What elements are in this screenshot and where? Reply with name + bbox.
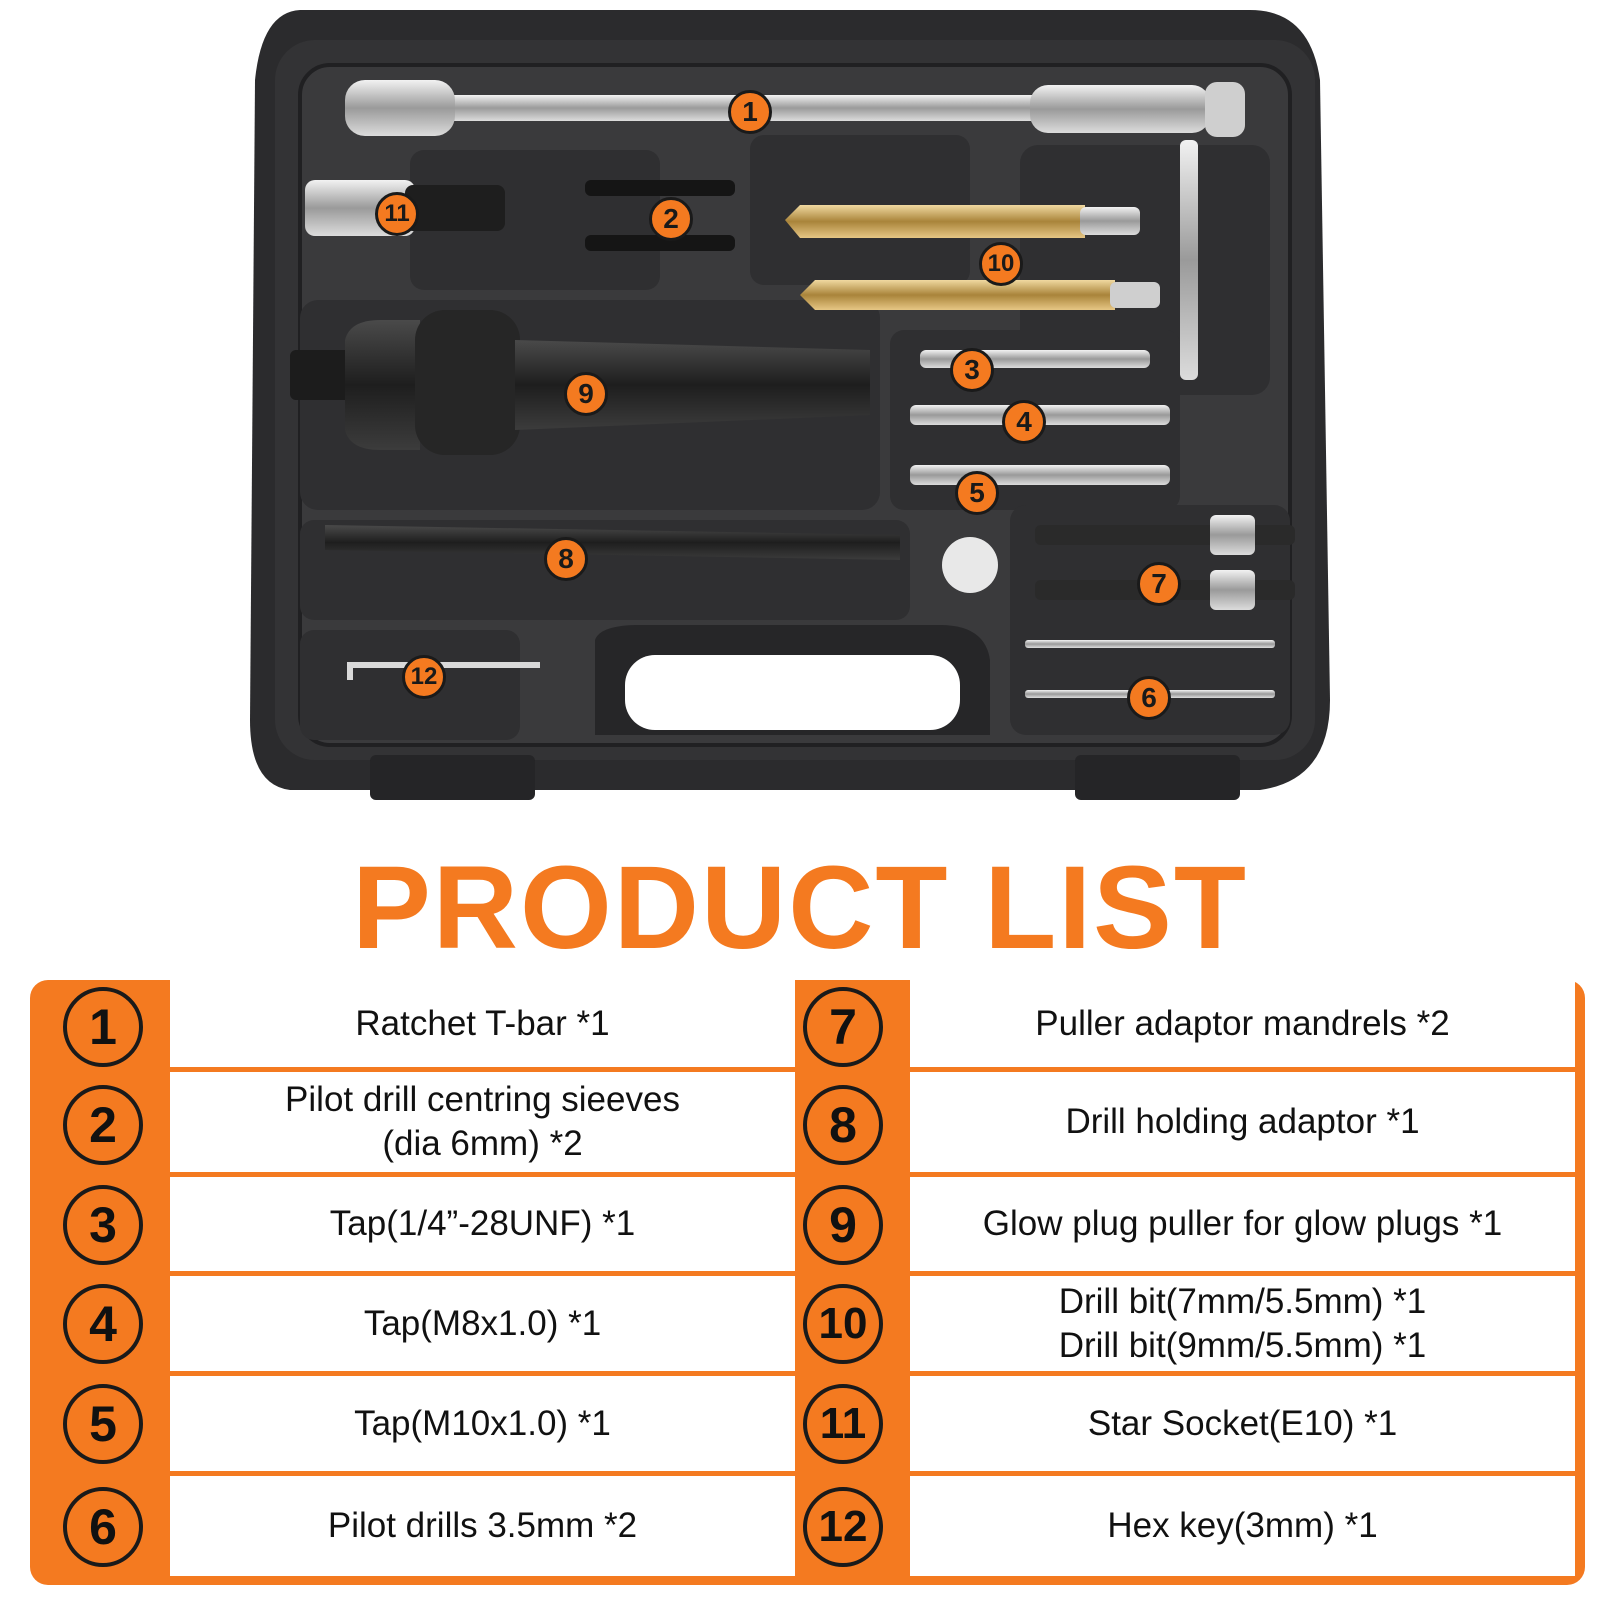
item-label: Glow plug puller for glow plugs *1 bbox=[910, 1177, 1575, 1271]
item-label: Pilot drill centring sieeves (dia 6mm) *… bbox=[170, 1072, 795, 1172]
hex-key bbox=[347, 662, 540, 680]
item-label: Tap(1/4”-28UNF) *1 bbox=[170, 1177, 795, 1271]
callout-marker: 9 bbox=[564, 372, 608, 416]
item-label: Star Socket(E10) *1 bbox=[910, 1376, 1575, 1471]
callout-marker: 7 bbox=[1137, 562, 1181, 606]
item-number: 4 bbox=[63, 1284, 143, 1364]
glow-plug-puller bbox=[290, 310, 870, 455]
item-number: 1 bbox=[63, 987, 143, 1067]
item-number: 2 bbox=[63, 1085, 143, 1165]
item-label: Tap(M10x1.0) *1 bbox=[170, 1376, 795, 1471]
item-label: Drill holding adaptor *1 bbox=[910, 1072, 1575, 1172]
item-number: 3 bbox=[63, 1185, 143, 1265]
drill-holding-adaptor bbox=[325, 525, 998, 593]
item-label: Ratchet T-bar *1 bbox=[170, 980, 795, 1067]
callout-marker: 2 bbox=[649, 197, 693, 241]
item-label: Hex key(3mm) *1 bbox=[910, 1476, 1575, 1576]
callout-marker: 3 bbox=[950, 348, 994, 392]
callout-marker: 8 bbox=[544, 537, 588, 581]
item-label: Drill bit(7mm/5.5mm) *1 Drill bit(9mm/5.… bbox=[910, 1276, 1575, 1371]
callout-marker: 12 bbox=[402, 655, 446, 699]
item-number: 5 bbox=[63, 1384, 143, 1464]
item-number: 12 bbox=[803, 1487, 883, 1567]
item-number: 7 bbox=[803, 987, 883, 1067]
item-number: 9 bbox=[803, 1185, 883, 1265]
drill-bits bbox=[785, 205, 1160, 310]
item-number: 8 bbox=[803, 1085, 883, 1165]
centring-sleeves bbox=[585, 180, 735, 251]
product-list-table: 1 Ratchet T-bar *1 2 Pilot drill centrin… bbox=[30, 980, 1585, 1585]
item-number: 6 bbox=[63, 1487, 143, 1567]
callout-marker: 6 bbox=[1127, 676, 1171, 720]
tool-case-photo bbox=[250, 10, 1330, 800]
item-number: 10 bbox=[803, 1284, 883, 1364]
item-label: Tap(M8x1.0) *1 bbox=[170, 1276, 795, 1371]
callout-marker: 1 bbox=[728, 90, 772, 134]
item-number: 11 bbox=[803, 1384, 883, 1464]
item-label: Puller adaptor mandrels *2 bbox=[910, 980, 1575, 1067]
callout-marker: 11 bbox=[375, 192, 419, 236]
callout-marker: 10 bbox=[979, 242, 1023, 286]
callout-marker: 4 bbox=[1002, 400, 1046, 444]
page-title: PRODUCT LIST bbox=[352, 842, 1248, 974]
item-label: Pilot drills 3.5mm *2 bbox=[170, 1476, 795, 1576]
callout-marker: 5 bbox=[955, 471, 999, 515]
